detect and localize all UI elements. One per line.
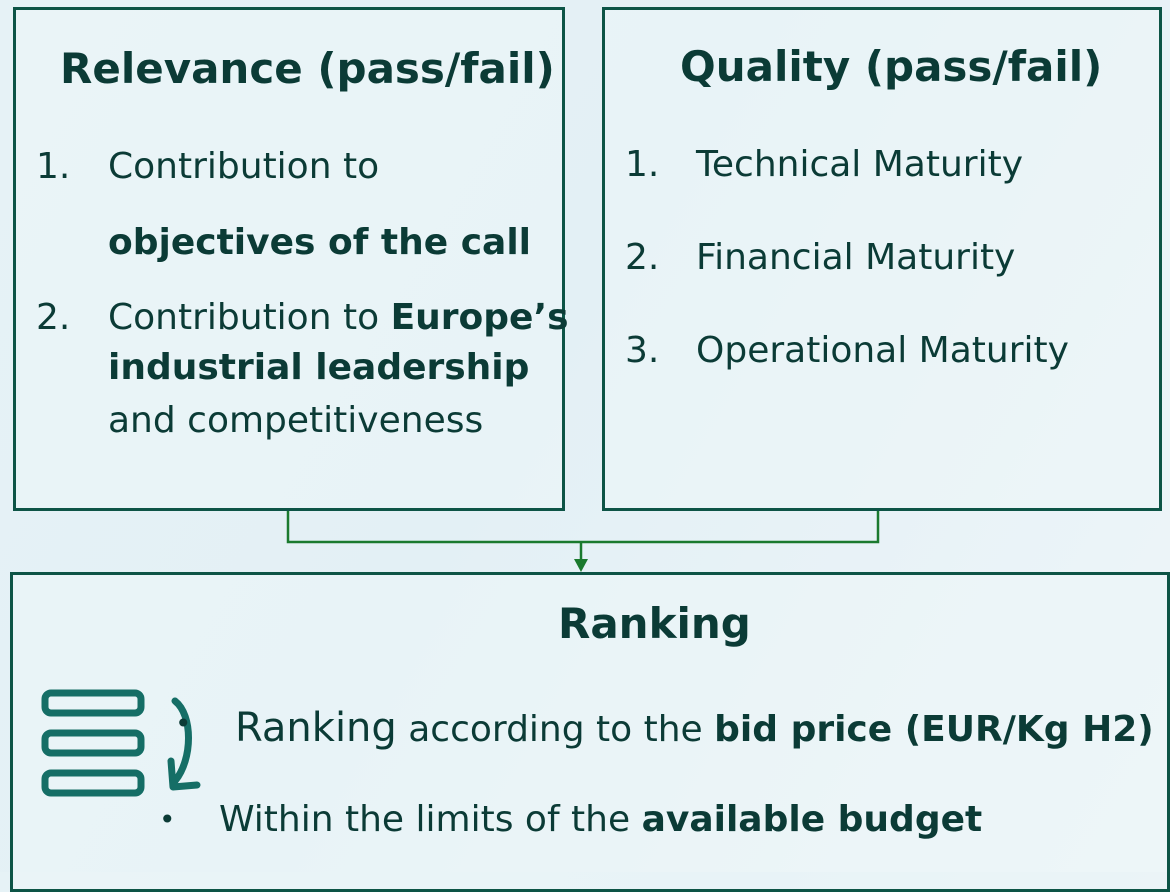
ranking-bullet-1-text: according to the — [396, 709, 715, 750]
relevance-item-2-number: 2. — [36, 297, 71, 338]
quality-item-3: Operational Maturity — [696, 330, 1069, 371]
ranking-title: Ranking — [558, 599, 751, 648]
relevance-item-2-line3: and competitiveness — [108, 400, 484, 441]
quality-item-3-number: 3. — [625, 330, 660, 371]
ranking-bullet-2-text: Within the limits of the — [219, 799, 642, 840]
relevance-item-2-bold-2: industrial leadership — [108, 347, 530, 388]
connector-arrow-head — [574, 559, 588, 572]
quality-item-1: Technical Maturity — [696, 144, 1024, 185]
relevance-item-1-bold: objectives of the call — [108, 222, 532, 263]
quality-item-2-number: 2. — [625, 237, 660, 278]
bullet-dot-1: • — [175, 707, 192, 740]
relevance-item-2-bold-1: Europe’s — [390, 297, 569, 338]
connector-lines — [286, 511, 880, 572]
relevance-title: Relevance (pass/fail) — [60, 44, 555, 93]
ranking-bullet-1-bold: bid price (EUR/Kg H2) — [714, 709, 1154, 750]
bullet-dot-2: • — [159, 803, 176, 836]
ranking-list-icon — [41, 689, 201, 797]
connector-line — [286, 511, 880, 544]
relevance-item-1-line1: Contribution to — [108, 146, 380, 187]
ranking-box: Ranking • Ranking according to the bid p… — [10, 572, 1170, 892]
relevance-item-2-line1: Contribution to — [108, 297, 391, 338]
ranking-bullet-1-lead: Ranking — [235, 705, 397, 751]
quality-item-2: Financial Maturity — [696, 237, 1016, 278]
quality-item-1-number: 1. — [625, 144, 660, 185]
relevance-item-1-number: 1. — [36, 146, 71, 187]
ranking-bullet-2-bold: available budget — [641, 799, 983, 840]
relevance-box: Relevance (pass/fail) 1. Contribution to… — [13, 7, 569, 511]
quality-box: Quality (pass/fail) 1. Technical Maturit… — [602, 7, 1162, 511]
quality-title: Quality (pass/fail) — [680, 42, 1103, 91]
